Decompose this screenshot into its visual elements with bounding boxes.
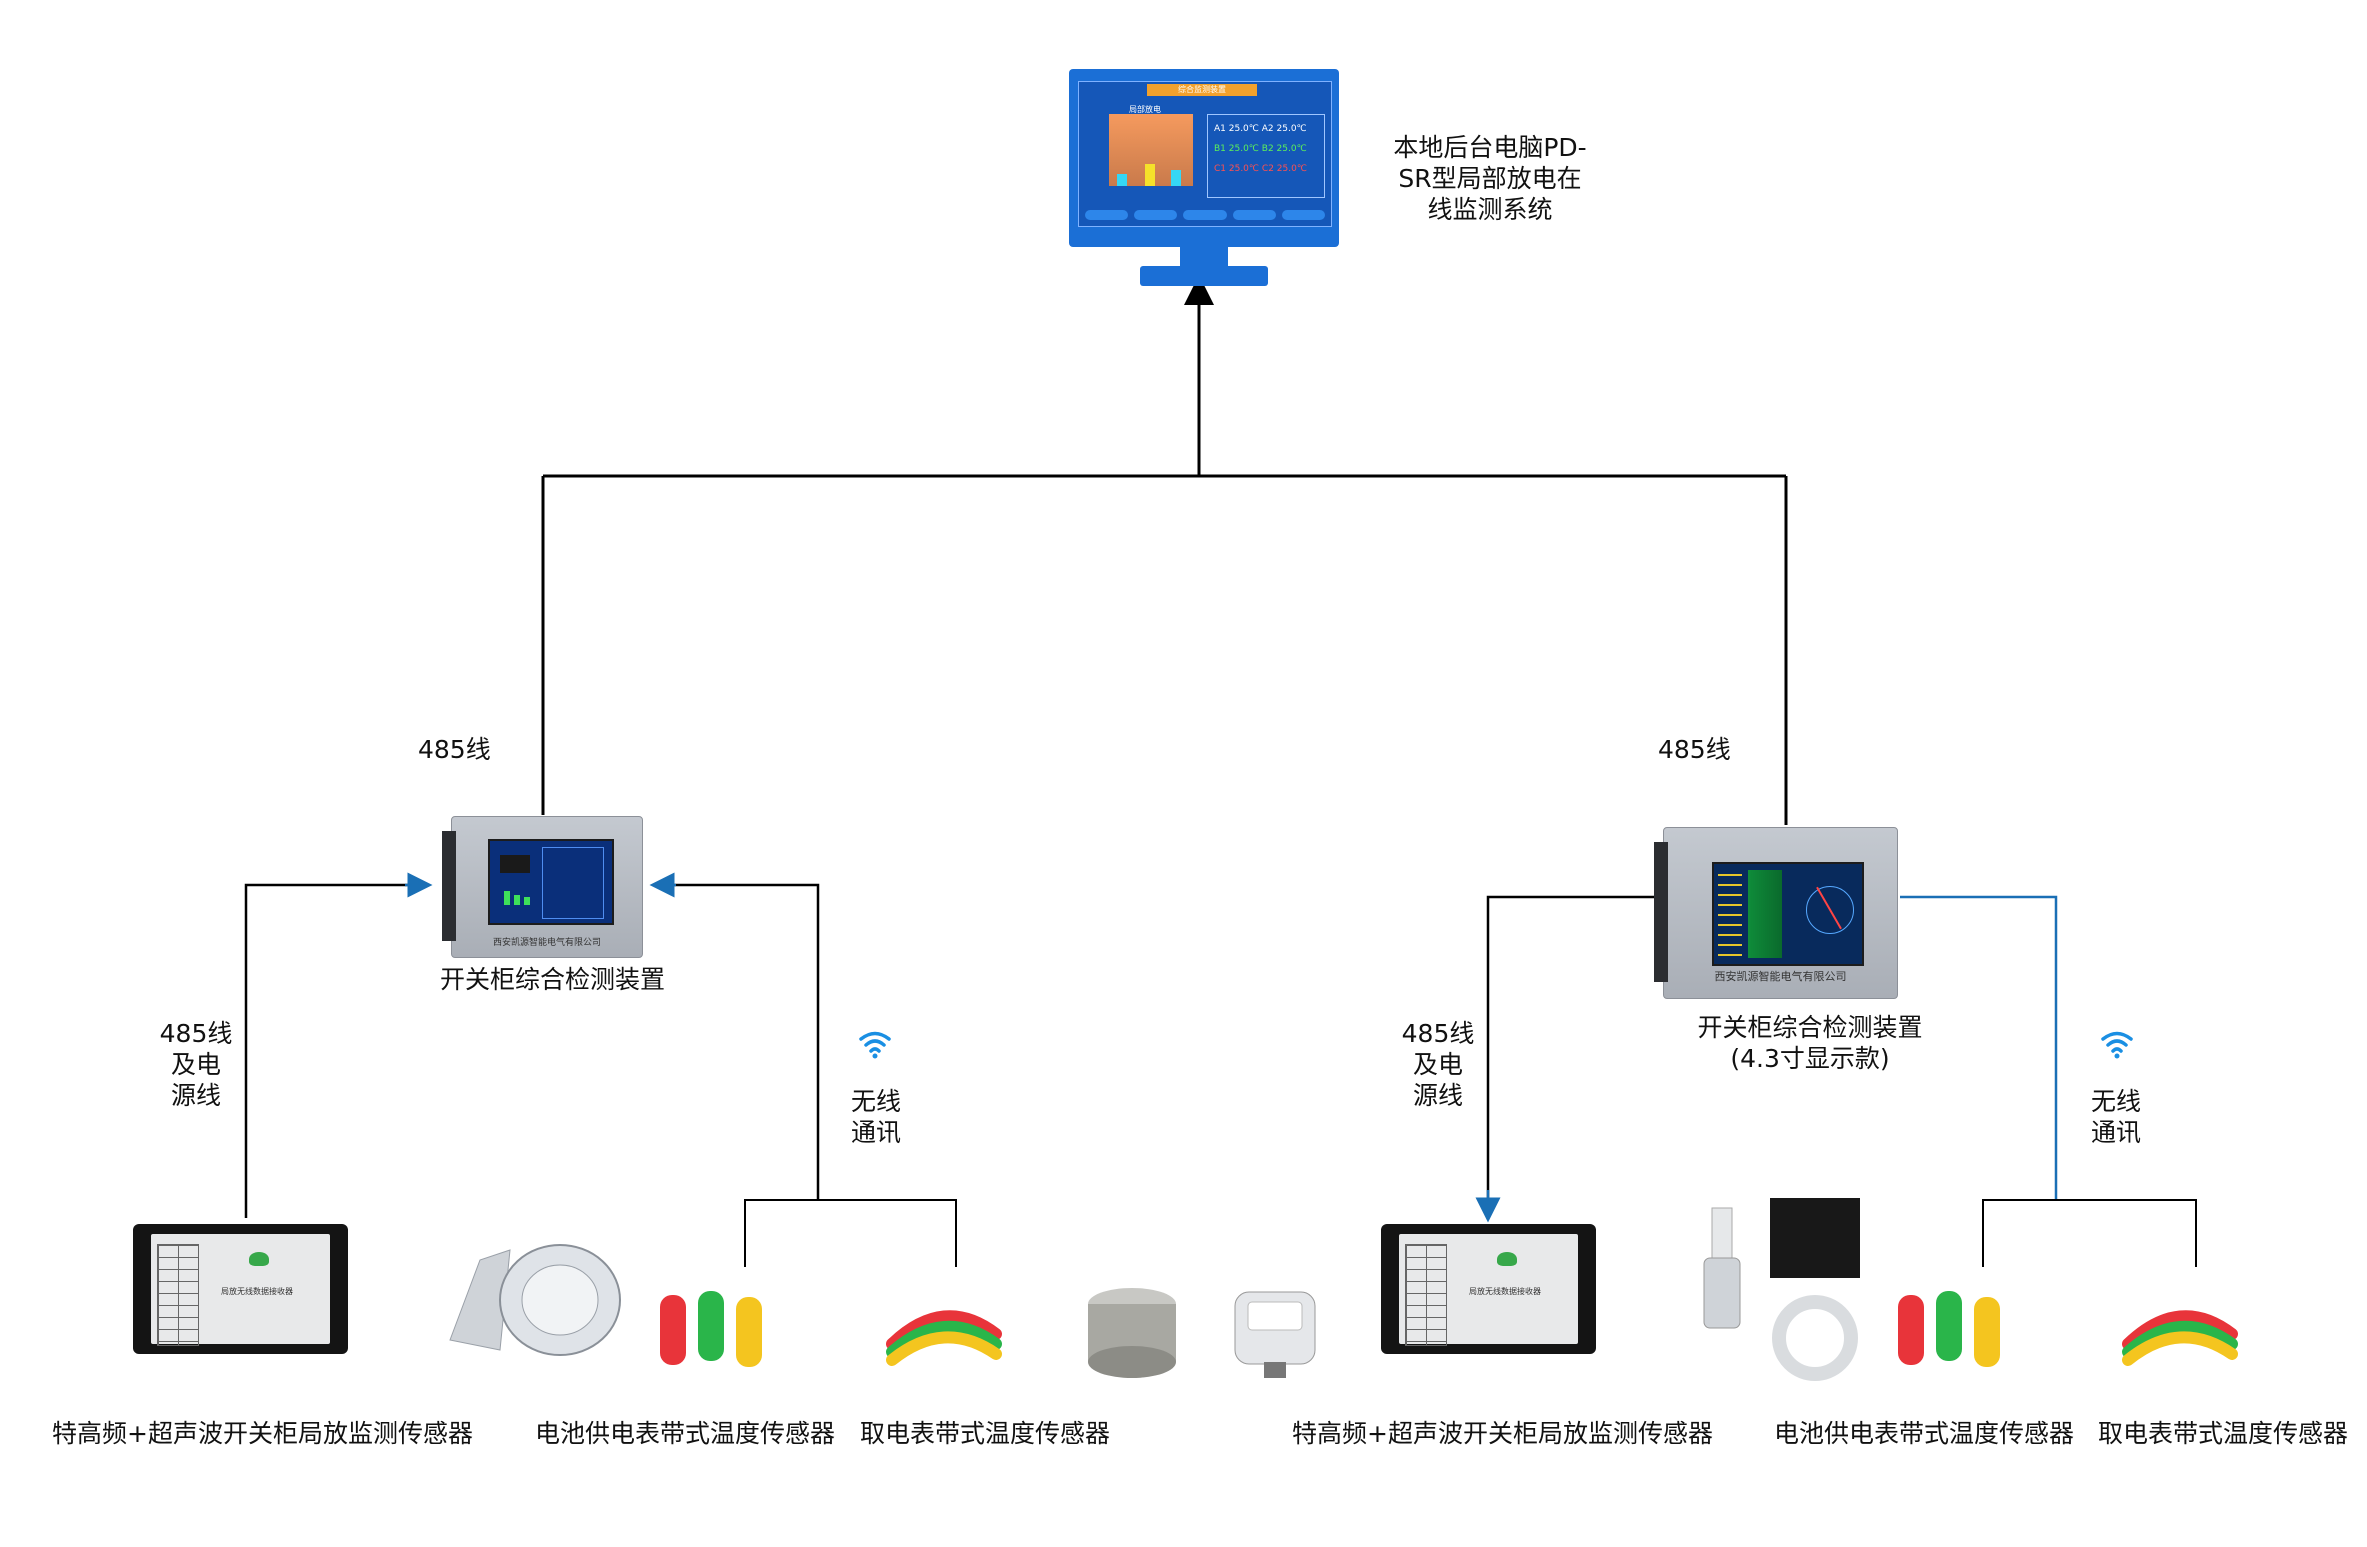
right-sensor-label-uhf: 特高频+超声波开关柜局放监测传感器 — [1292, 1419, 1713, 1448]
backend-system-label: 本地后台电脑PD- SR型局部放电在 线监测系统 — [1393, 133, 1587, 224]
right-wired-line — [1486, 895, 1663, 1210]
left-wireless-bracket — [744, 1199, 957, 1267]
left-battery-temp-sensor — [660, 1291, 762, 1367]
left-sensor-label-uhf: 特高频+超声波开关柜局放监测传感器 — [52, 1419, 473, 1448]
right-bus-label: 485线 — [1658, 735, 1731, 764]
left-sensor-label-battery: 电池供电表带式温度传感器 — [535, 1419, 836, 1448]
monitor-stand — [1180, 247, 1228, 267]
left-switchgear-device: 西安凯源智能电气有限公司 — [442, 816, 643, 958]
left-device-screen — [488, 839, 614, 925]
left-uhf-ultrasonic-sensor — [449, 1244, 621, 1356]
left-tev-sensor — [1088, 1288, 1176, 1378]
right-data-collector: 局放无线数据接收器 — [1381, 1224, 1596, 1354]
monitor-readings: A1 25.0℃ A2 25.0℃ B1 25.0℃ B2 25.0℃ C1 2… — [1207, 114, 1325, 198]
left-wifi-icon — [859, 1031, 891, 1059]
right-wireless-bracket — [1982, 1199, 2197, 1267]
left-powered-temp-sensor — [886, 1310, 1002, 1366]
right-sensor-label-powered: 取电表带式温度传感器 — [2098, 1419, 2349, 1448]
right-battery-temp-sensor — [1898, 1291, 2000, 1367]
right-wireless-label: 无线 通讯 — [2090, 1087, 2141, 1147]
left-wired-label: 485线 及电 源线 — [159, 1019, 233, 1110]
left-device-maker: 西安凯源智能电气有限公司 — [492, 938, 601, 948]
left-data-collector: 局放无线数据接收器 — [133, 1224, 348, 1354]
left-ae-sensor — [1234, 1291, 1316, 1378]
left-wireless-label: 无线 通讯 — [850, 1087, 901, 1147]
monitor-subtitle: 局部放电 — [1129, 105, 1161, 114]
right-powered-temp-sensor — [2122, 1310, 2238, 1366]
left-bus-label: 485线 — [418, 735, 491, 764]
right-device-maker: 西安凯源智能电气有限公司 — [1714, 970, 1847, 983]
right-wireless-line — [1900, 895, 2058, 1200]
right-uhf-ultrasonic-sensor — [1703, 1198, 1860, 1381]
right-device-label: 开关柜综合检测装置 (4.3寸显示款) — [1697, 1013, 1923, 1073]
left-wired-line — [244, 883, 415, 1218]
right-switchgear-device: 西安凯源智能电气有限公司 — [1654, 827, 1898, 999]
right-device-screen — [1712, 862, 1864, 966]
left-wireless-line — [672, 883, 820, 1200]
left-sensor-label-powered: 取电表带式温度传感器 — [860, 1419, 1111, 1448]
right-sensor-label-battery: 电池供电表带式温度传感器 — [1774, 1419, 2075, 1448]
right-wifi-icon — [2101, 1031, 2133, 1059]
monitor-chart — [1109, 114, 1193, 186]
right-wired-label: 485线 及电 源线 — [1401, 1019, 1475, 1110]
monitor-screen: 综合监测装置 局部放电 A1 25.0℃ A2 25.0℃ B1 25.0℃ B… — [1078, 81, 1332, 227]
left-device-label: 开关柜综合检测装置 — [440, 965, 666, 994]
monitor-title: 综合监测装置 — [1147, 84, 1257, 96]
backend-monitor: 综合监测装置 局部放电 A1 25.0℃ A2 25.0℃ B1 25.0℃ B… — [1069, 69, 1339, 247]
monitor-button-bar — [1085, 210, 1326, 220]
monitor-base — [1140, 266, 1268, 286]
